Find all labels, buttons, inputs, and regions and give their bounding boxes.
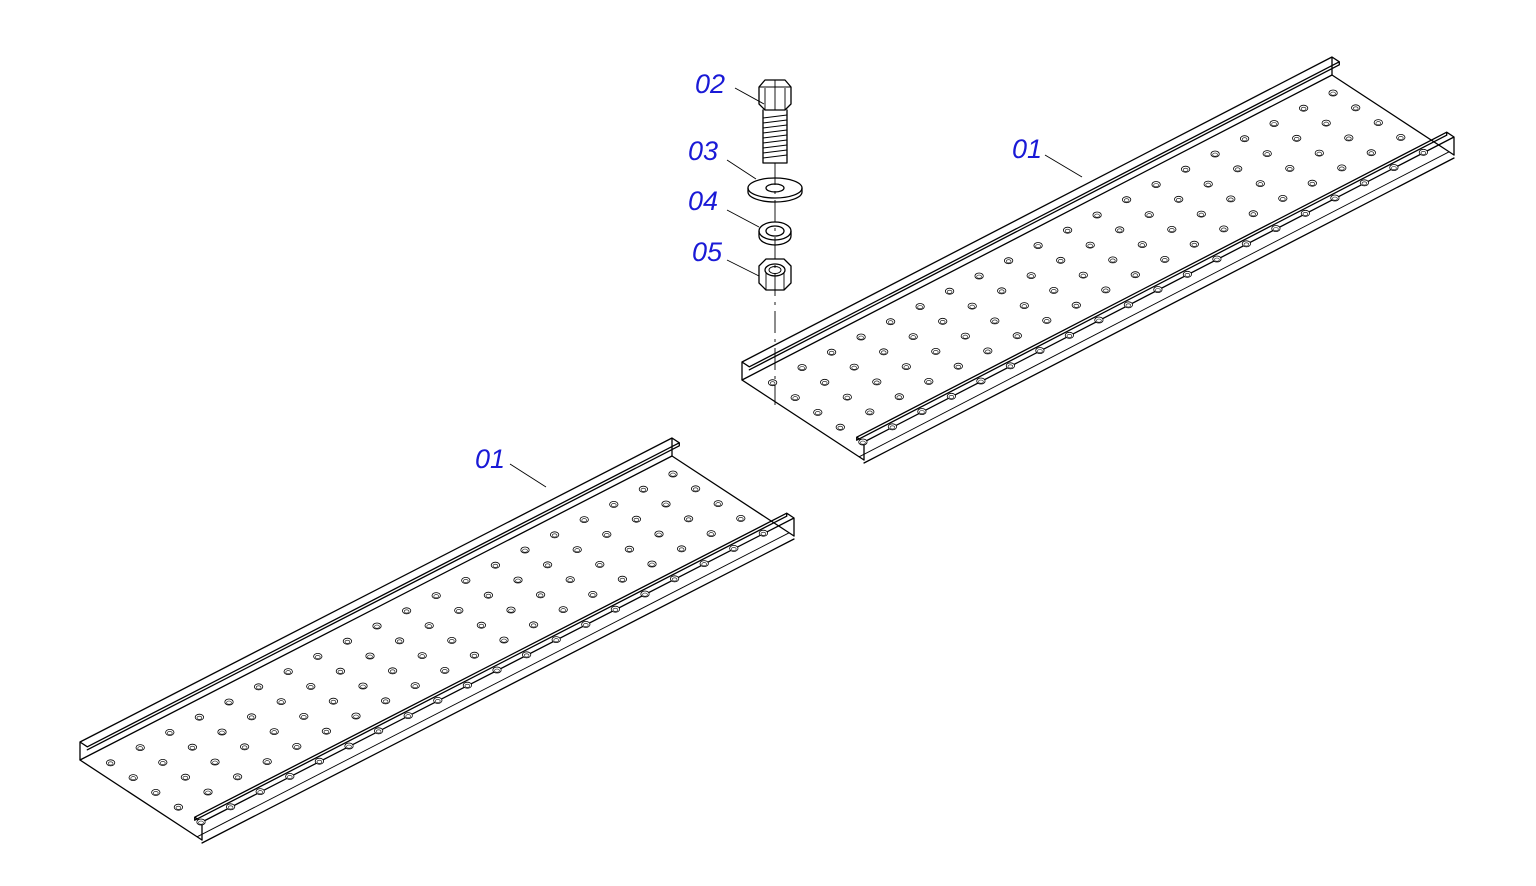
callout-tray-lower: 01 — [475, 444, 505, 474]
callout-bolt: 02 — [695, 69, 725, 99]
cable-tray-lower — [79, 437, 795, 844]
cable-tray-upper — [741, 56, 1455, 464]
callout-flat-washer: 03 — [688, 136, 718, 166]
callout-hex-nut: 05 — [692, 237, 723, 267]
callout-tray-upper: 01 — [1012, 134, 1042, 164]
bolt — [758, 79, 792, 164]
callout-spring-washer: 04 — [688, 186, 718, 216]
leader-lines — [509, 87, 1083, 488]
